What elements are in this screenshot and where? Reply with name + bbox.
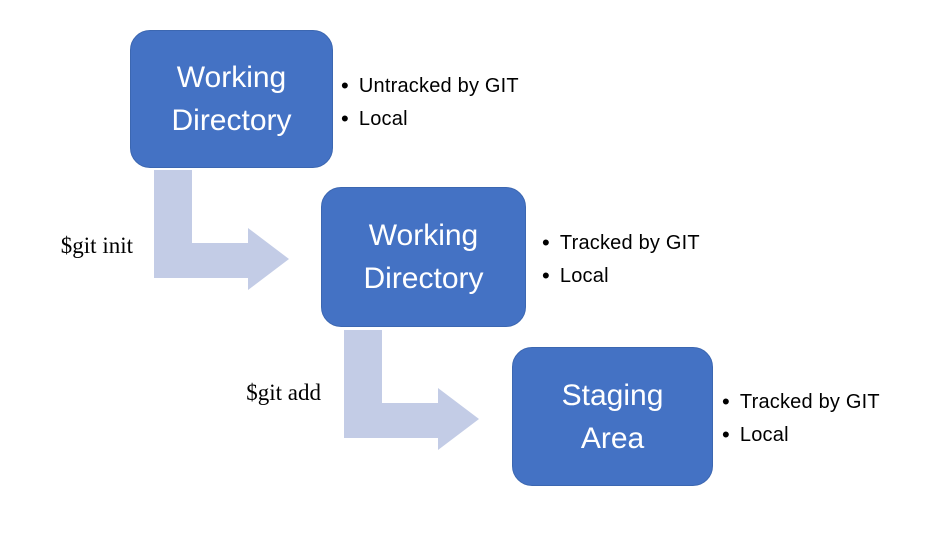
bullet-item: Tracked by GIT [722, 385, 880, 418]
bullet-list-staging: Tracked by GIT Local [722, 385, 880, 451]
bullet-item: Untracked by GIT [341, 69, 519, 102]
node-title: Staging Area [561, 378, 664, 455]
node-staging-area: Staging Area [512, 347, 713, 486]
label-git-add: $git add [246, 380, 321, 405]
node-title: Working Directory [171, 61, 292, 137]
bullet-item: Local [722, 418, 880, 451]
bent-arrow-git-add [344, 330, 479, 450]
label-git-init: $git init [60, 233, 133, 258]
bullet-list-tracked: Tracked by GIT Local [542, 226, 700, 292]
node-working-directory-untracked: Working Directory [130, 30, 333, 168]
bullet-list-untracked: Untracked by GIT Local [341, 69, 519, 135]
node-title: Working Directory [363, 219, 484, 295]
bullet-item: Tracked by GIT [542, 226, 700, 259]
bullet-item: Local [542, 259, 700, 292]
bullet-item: Local [341, 102, 519, 135]
node-working-directory-tracked: Working Directory [321, 187, 526, 327]
bent-arrow-git-init [154, 170, 289, 290]
